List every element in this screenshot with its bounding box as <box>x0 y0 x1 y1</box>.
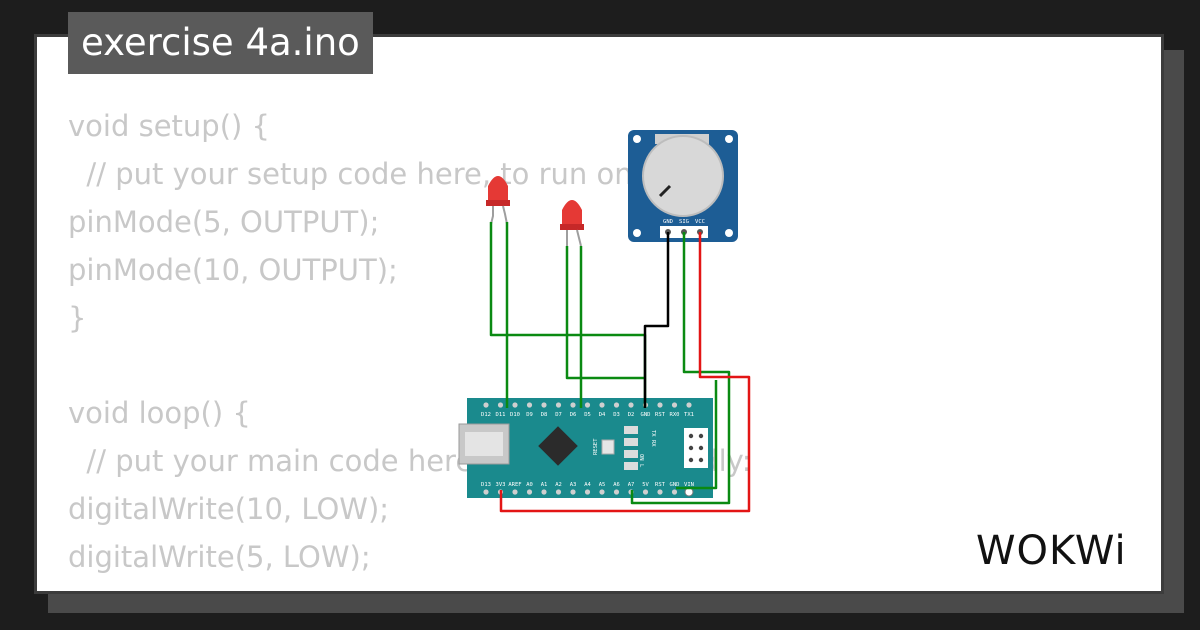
wires <box>489 222 751 513</box>
pin-pad[interactable] <box>584 402 591 408</box>
led-label: L <box>638 464 644 468</box>
reset-button <box>601 439 615 455</box>
pin-label: D5 <box>584 412 591 418</box>
pin-label: VIN <box>684 482 694 488</box>
chip-icon <box>538 426 578 466</box>
pin-label: GND <box>641 412 651 418</box>
pin-label: D12 <box>481 412 491 418</box>
pin-label: 3V3 <box>496 482 506 488</box>
pin-pad[interactable] <box>599 489 605 495</box>
pin-pad[interactable] <box>628 402 634 408</box>
code-line: } <box>68 300 87 335</box>
pin-label: D8 <box>541 412 548 418</box>
knob-pointer-icon <box>658 184 672 198</box>
pot-pin-label: SIG <box>679 219 689 225</box>
pin-label: A3 <box>570 482 577 488</box>
wokwi-logo: WOKWi <box>976 528 1127 574</box>
led-1[interactable] <box>486 176 510 225</box>
led-label: ON <box>638 454 644 461</box>
pin-pad[interactable] <box>570 402 576 408</box>
pin-pad[interactable] <box>642 489 649 495</box>
pin-pad[interactable] <box>584 489 591 495</box>
pin-label: RX0 <box>670 412 680 418</box>
reset-label: RESET <box>593 438 599 455</box>
pin-label: A2 <box>555 482 562 488</box>
pin-label: A7 <box>628 482 635 488</box>
pin-pad[interactable] <box>541 489 547 495</box>
potentiometer[interactable]: GND SIG VCC <box>628 130 738 242</box>
pin-label: GND <box>670 482 680 488</box>
pin-pad[interactable] <box>526 402 533 408</box>
pin-pad[interactable] <box>613 489 620 495</box>
wire-pot-sig <box>630 232 731 505</box>
pin-pad[interactable] <box>483 489 489 495</box>
code-line: pinMode(10, OUTPUT); <box>68 252 398 287</box>
pin-label: 5V <box>642 482 649 488</box>
preview-card <box>34 34 1164 594</box>
wire-led2-cathode <box>565 246 645 380</box>
pin-label: A6 <box>613 482 620 488</box>
code-line: pinMode(5, OUTPUT); <box>68 204 380 239</box>
pin-label: D13 <box>481 482 491 488</box>
pin-pad[interactable] <box>555 489 562 495</box>
pin-pad[interactable] <box>671 489 678 495</box>
pot-pin-label: GND <box>663 219 673 225</box>
wire-gnd-bottom <box>676 380 718 490</box>
pin-pad[interactable] <box>599 402 605 408</box>
pin-label: D4 <box>599 412 606 418</box>
pin-pad[interactable] <box>555 402 562 408</box>
pin-pad[interactable] <box>483 402 489 408</box>
pin-pad[interactable] <box>657 402 663 408</box>
pin-label: D7 <box>555 412 562 418</box>
pin-label: D6 <box>570 412 577 418</box>
pin-label: A4 <box>584 482 591 488</box>
icsp-header <box>684 428 708 468</box>
pot-pin-label: VCC <box>695 219 705 225</box>
pin-pad[interactable] <box>512 489 518 495</box>
pin-label: TX1 <box>684 412 694 418</box>
pin-pad[interactable] <box>657 489 663 495</box>
led-label: RX <box>650 440 656 447</box>
pin-label: D9 <box>526 412 533 418</box>
wire-pot-vcc <box>499 232 751 513</box>
wire-pot-gnd <box>643 232 670 408</box>
pin-label: D2 <box>628 412 635 418</box>
pin-label: A1 <box>541 482 548 488</box>
code-line: digitalWrite(5, LOW); <box>68 540 371 575</box>
pin-label: RST <box>655 412 666 418</box>
pin-pad[interactable] <box>613 402 620 408</box>
pin-label: D10 <box>510 412 520 418</box>
project-title: exercise 4a.ino <box>68 12 373 74</box>
pin-label: RST <box>655 482 666 488</box>
pin-label: AREF <box>508 482 521 488</box>
pin-label: D3 <box>613 412 620 418</box>
pin-label: A5 <box>599 482 606 488</box>
pin-pad[interactable] <box>497 402 504 408</box>
arduino-nano[interactable]: RESET TX RX ON L D12 D11 D10 D9 D8 D7 D6 D5 D4 D3… <box>458 398 713 498</box>
pin-pad[interactable] <box>541 402 547 408</box>
code-line: digitalWrite(10, LOW); <box>68 492 390 527</box>
code-line: void loop() { <box>68 396 251 431</box>
code-line: void setup() { <box>68 109 270 143</box>
pin-label: D11 <box>496 412 506 418</box>
pin-pad[interactable] <box>686 402 692 408</box>
pin-pad[interactable] <box>671 402 678 408</box>
led-2[interactable] <box>560 200 584 247</box>
pin-label: A0 <box>526 482 533 488</box>
pin-pad[interactable] <box>512 402 518 408</box>
led-label: TX <box>650 430 656 437</box>
pin-pad[interactable] <box>526 489 533 495</box>
pin-pad[interactable] <box>570 489 576 495</box>
